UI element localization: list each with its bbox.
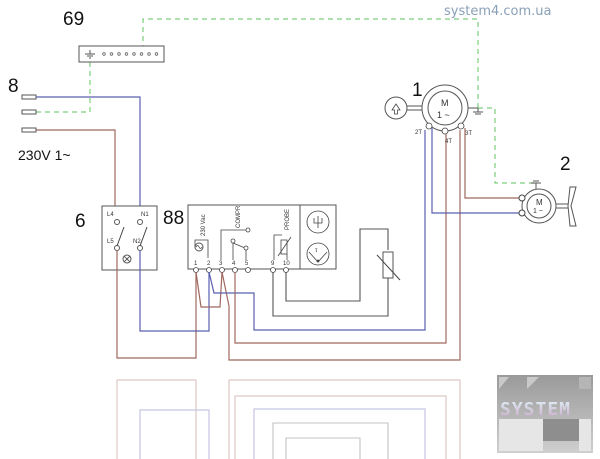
supply-wire-end-n (21, 94, 37, 100)
strip-terminal (109, 52, 114, 56)
probe-thermistor-icon (273, 234, 292, 260)
svg-text:τ: τ (315, 248, 318, 254)
strip-terminal (117, 52, 121, 56)
wire-t1-t3-bridge (195, 271, 223, 308)
arrow-up-icon (384, 96, 408, 120)
compressor-motor: M 1 ~ 2T 4T 3T (384, 84, 483, 145)
controller-terminals (193, 267, 289, 273)
ground-terminal-strip (78, 45, 165, 63)
supply-cable-ends (21, 94, 37, 133)
temperature-display-icon: τ (306, 242, 330, 266)
wire-t3-to-3t (221, 130, 461, 361)
strip-terminal (132, 52, 136, 56)
label-2: 2 (560, 154, 571, 175)
label-69: 69 (63, 9, 84, 30)
ground-wire-fan (478, 107, 536, 184)
wire-switch-live-to-t1 (116, 250, 197, 359)
fan-motor: M 1 ~ (518, 180, 577, 227)
ground-wires (36, 18, 536, 184)
terminal-label-1: 1 (194, 261, 198, 267)
motor1-terminal-3t: 3T (465, 131, 472, 137)
terminal-label-9: 9 (271, 261, 275, 267)
watermark-text: system4.com.ua (444, 4, 552, 19)
fan-blade-icon (567, 186, 577, 227)
section-label-230vac: 230 Vac (201, 214, 207, 236)
motor1-terminal-4t: 4T (445, 139, 452, 145)
indicator-lamp-icon (122, 254, 132, 264)
strip-terminal (139, 52, 144, 56)
section-label-probe: PROBE (285, 209, 291, 230)
supply-voltage-label: 230V 1~ (18, 147, 71, 163)
wire-t9-probe (272, 268, 389, 317)
section-label-compr: COMPR (236, 205, 242, 228)
diagram-reflection (116, 379, 461, 459)
motor1-m-label: M (441, 98, 449, 108)
terminal-label-n2: N2 (133, 239, 141, 245)
terminal-label-2: 2 (207, 261, 211, 267)
compressor-relay-icon (220, 227, 251, 260)
label-1: 1 (412, 80, 423, 101)
wire-neutral-to-fan (431, 128, 521, 214)
wire-live-to-fan (464, 128, 521, 199)
strip-terminal (124, 52, 129, 56)
supply-wire-end-pe (21, 109, 37, 115)
ground-wire-top (142, 18, 479, 108)
wire-t10-probe (285, 228, 389, 302)
wire-supply-live (36, 129, 116, 212)
system4-logo: SYSTEM (497, 375, 593, 453)
strip-terminal (154, 52, 159, 56)
logo-text: SYSTEM (500, 399, 571, 420)
motor2-phase-label: 1 ~ (533, 208, 543, 215)
motor2-m-label: M (536, 198, 543, 207)
defrost-icon (306, 210, 330, 234)
wire-t4-to-4t (234, 130, 447, 344)
motor1-phase-label: 1 ~ (437, 110, 450, 120)
main-switch: L4 N1 L5 N2 (101, 205, 158, 271)
label-6: 6 (75, 211, 86, 232)
label-8: 8 (8, 76, 19, 97)
ground-symbol-icon (85, 50, 95, 59)
terminal-label-4: 4 (232, 261, 236, 267)
wire-t2-to-2t (208, 130, 426, 331)
terminal-label-n1: N1 (141, 212, 149, 218)
electronic-controller: 230 Vac COMPR PROBE (187, 204, 337, 273)
external-probe-thermistor (376, 251, 401, 281)
label-88: 88 (163, 208, 184, 229)
supply-wire-end-l (21, 127, 37, 133)
strip-terminal (102, 52, 106, 56)
terminal-label-10: 10 (283, 261, 290, 267)
wire-supply-neutral (36, 96, 141, 212)
terminal-label-3: 3 (219, 261, 223, 267)
ground-wire-supply (36, 62, 91, 113)
terminal-label-l4: L4 (107, 212, 114, 218)
fan-ground-icon (531, 180, 541, 189)
motor1-ground-icon (468, 107, 483, 115)
terminal-label-l5: L5 (107, 239, 114, 245)
wire-switch-neutral-to-t2 (139, 250, 210, 332)
strip-terminal (147, 52, 151, 56)
terminal-label-5: 5 (245, 261, 249, 267)
motor1-terminal-2t: 2T (415, 130, 422, 136)
ac-supply-icon (194, 239, 209, 258)
